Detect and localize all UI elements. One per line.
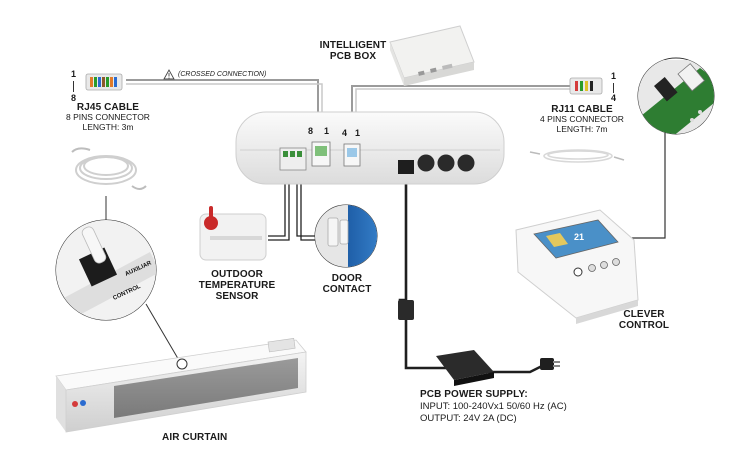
ferrite-core	[398, 300, 414, 320]
clever-control-line1: CLEVER	[623, 309, 665, 320]
door-contact-label: DOOR CONTACT	[312, 273, 382, 295]
rj11-pin-bottom: 4	[611, 93, 617, 103]
auxiliar-control-zoom	[55, 219, 157, 321]
rj45-connector-image	[85, 73, 123, 91]
pcb-box-label-line2: PCB BOX	[329, 51, 377, 63]
rj11-cable-coil-image	[529, 149, 625, 163]
power-supply-output: OUTPUT: 24V 2A (DC)	[420, 412, 517, 424]
rj45-pin-bottom: 8	[71, 93, 77, 103]
pcb-rj11-pin-1: 1	[355, 128, 361, 138]
rj45-line2: LENGTH: 3m	[82, 121, 134, 132]
pcb-box-label: INTELLIGENT PCB BOX	[318, 40, 388, 62]
plug-cable	[488, 364, 543, 374]
outdoor-sensor-line2: TEMPERATURE	[198, 280, 276, 292]
sensor-wire-2	[268, 172, 290, 241]
sensor-wire	[268, 172, 286, 237]
rj11-line2: LENGTH: 7m	[556, 123, 608, 134]
dc-power-jack	[398, 160, 414, 174]
warning-icon	[163, 69, 175, 80]
rj45-cable-coil-image	[71, 147, 147, 190]
power-supply-image	[436, 350, 560, 386]
power-supply-title: PCB POWER SUPPLY:	[420, 389, 528, 400]
door-contact-image	[314, 204, 378, 268]
rj11-connector-image	[569, 77, 603, 95]
door-contact-line1: DOOR	[331, 273, 363, 284]
clever-screen-value: 21	[574, 232, 584, 242]
power-cable	[398, 176, 448, 370]
clever-control-label: CLEVER CONTROL	[604, 309, 684, 331]
pcb-main-unit	[235, 111, 505, 185]
rj11-label: RJ11 CABLE 4 PINS CONNECTOR LENGTH: 7m	[532, 104, 632, 134]
rj11-pin-divider	[613, 83, 614, 93]
door-contact-line2: CONTACT	[322, 284, 372, 296]
power-supply-label: PCB POWER SUPPLY: INPUT: 100-240Vx1 50/6…	[420, 389, 567, 424]
pcb-rj45-pin-8: 8	[308, 126, 314, 136]
pcb-box-label-line1: INTELLIGENT	[319, 40, 387, 51]
outdoor-sensor-line3: SENSOR	[215, 291, 259, 303]
clever-control-line2: CONTROL	[618, 320, 670, 332]
power-supply-input: INPUT: 100-240Vx1 50/60 Hz (AC)	[420, 401, 567, 413]
clever-control-line	[632, 128, 666, 239]
door-wire	[296, 172, 316, 237]
outdoor-sensor-label: OUTDOOR TEMPERATURE SENSOR	[192, 269, 282, 303]
rj11-pin-top: 1	[611, 71, 617, 81]
rj45-pin-top: 1	[71, 69, 77, 79]
outdoor-temperature-sensor-image	[199, 206, 267, 261]
pcb-rj45-pin-1: 1	[324, 126, 330, 136]
rj45-label: RJ45 CABLE 8 PINS CONNECTOR LENGTH: 3m	[58, 102, 158, 132]
rj11-title: RJ11 CABLE	[551, 104, 613, 115]
crossed-connection-label: (CROSSED CONNECTION)	[178, 71, 267, 78]
clever-control-image: 21	[515, 209, 639, 324]
pcb-detail-zoom	[637, 57, 715, 135]
curtain-zoom-pointer	[145, 303, 181, 363]
door-wire-2	[300, 172, 316, 241]
pcb-rj11-pin-4: 4	[342, 128, 348, 138]
rj45-pin-divider	[73, 81, 74, 92]
rj11-line1: 4 PINS CONNECTOR	[540, 114, 624, 125]
air-curtain-image	[55, 338, 307, 433]
outdoor-sensor-line1: OUTDOOR	[211, 269, 263, 280]
air-curtain-label: AIR CURTAIN	[162, 432, 228, 443]
rj45-title: RJ45 CABLE	[76, 102, 140, 113]
intelligent-pcb-box-image	[389, 25, 475, 86]
rj45-line1: 8 PINS CONNECTOR	[66, 112, 150, 123]
